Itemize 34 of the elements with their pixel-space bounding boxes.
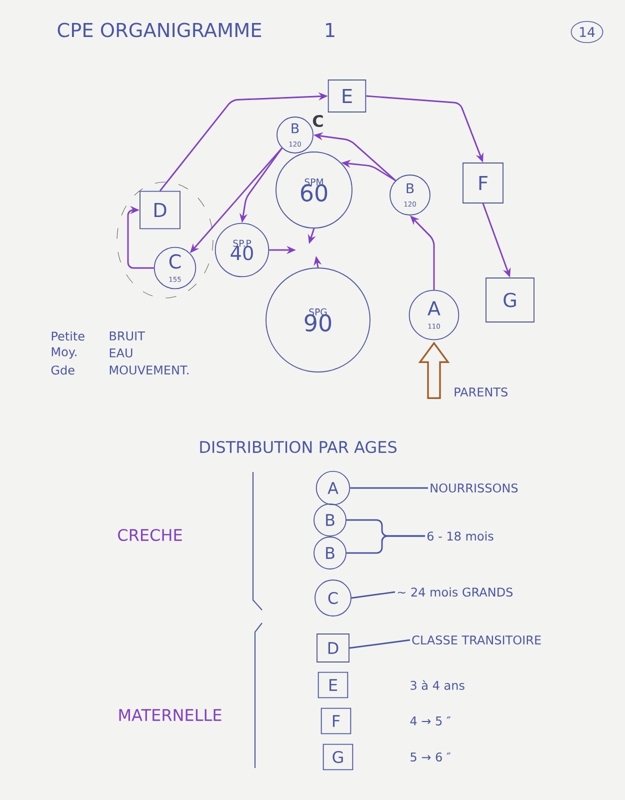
legend-text: Petite [52,331,84,341]
letter-box: D [140,190,180,230]
age-label: 4 → 5 ″ [410,716,451,726]
letter-mark: C [312,114,323,128]
letter-box: G [322,744,354,770]
group-label: MATERNELLE [119,709,222,721]
legend-text: MOUVEMENT. [110,365,188,375]
connector-line [346,535,425,554]
group-label: CRECHE [118,528,182,542]
age-label: ∼ 24 mois GRANDS [398,587,513,597]
letter-box: E [328,80,366,112]
age-label: NOURRISSONS [430,483,518,493]
letter-box: G [486,278,534,322]
age-label: 5 → 6 ″ [410,752,451,762]
page-number: 1 [326,23,334,37]
age-label: 6 - 18 mois [427,531,494,541]
letter-box: D [316,634,350,662]
arrow [127,206,154,269]
age-label: 3 à 4 ans [410,680,464,690]
section-heading: DISTRIBUTION PAR AGES [200,440,396,454]
legend-text: Moy. [52,347,76,359]
parents-label: PARENTS [454,387,508,397]
letter-box: F [462,162,504,204]
sheet-number: 14 [570,20,604,44]
letter-box: E [318,672,348,698]
legend-text: BRUIT [110,332,145,340]
legend-text: Gde [51,365,74,375]
age-label: CLASSE TRANSITOIRE [412,635,541,645]
connector-line [351,591,396,599]
connector-line [350,487,428,489]
legend-text: EAU [110,348,132,358]
title: CPE ORGANIGRAMME [58,22,262,38]
letter-box: F [320,708,352,734]
connector-line [349,639,410,649]
